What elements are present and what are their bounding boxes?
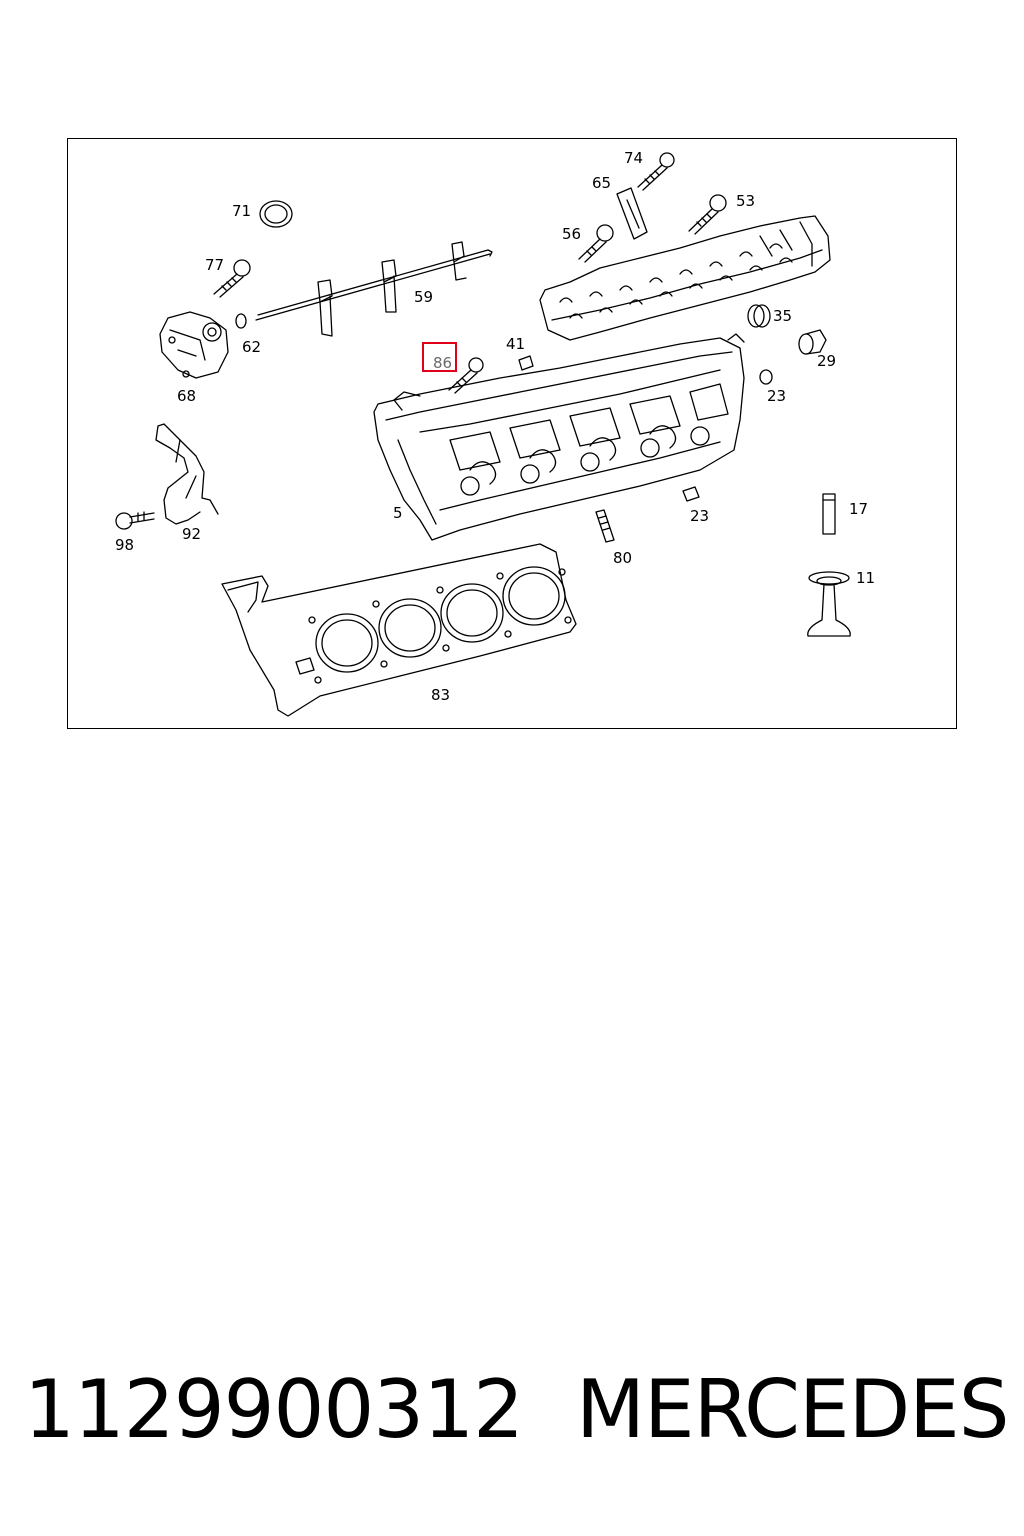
callout-62: 62 xyxy=(242,338,262,356)
callout-17: 17 xyxy=(849,500,869,518)
bolt-56 xyxy=(578,224,614,263)
callout-56: 56 xyxy=(562,225,582,243)
valve-guide-17 xyxy=(822,493,836,535)
cylinder-head-5 xyxy=(373,333,745,541)
callout-53: 53 xyxy=(736,192,756,210)
bolt-77 xyxy=(213,259,251,298)
callout-86[interactable]: 86 xyxy=(433,354,453,372)
pin-23-bottom xyxy=(682,486,700,502)
camshaft-bearing-frame xyxy=(539,215,831,341)
callout-98: 98 xyxy=(115,536,135,554)
callout-92: 92 xyxy=(182,525,202,543)
o-ring-62 xyxy=(235,313,247,329)
callout-83: 83 xyxy=(431,686,451,704)
callout-23-top: 23 xyxy=(767,387,787,405)
callout-23-bottom: 23 xyxy=(690,507,710,525)
callout-59: 59 xyxy=(414,288,434,306)
plate-65 xyxy=(616,187,648,240)
callout-80: 80 xyxy=(613,549,633,567)
sealing-ring-71 xyxy=(259,200,293,228)
head-gasket-83 xyxy=(221,543,577,717)
callout-35: 35 xyxy=(773,307,793,325)
exploded-parts-drawing xyxy=(115,152,851,717)
callout-77: 77 xyxy=(205,256,225,274)
callout-74: 74 xyxy=(624,149,644,167)
bolt-98 xyxy=(115,511,155,530)
bolt-53 xyxy=(688,194,727,235)
bracket-92 xyxy=(155,423,219,525)
valve-11 xyxy=(807,571,851,637)
highlight-box-part-86[interactable] xyxy=(422,342,457,372)
stud-80 xyxy=(595,509,615,543)
camshaft-adjuster-68 xyxy=(159,311,229,379)
brand-name: MERCEDES xyxy=(576,1363,1010,1456)
callout-71: 71 xyxy=(232,202,252,220)
callout-11: 11 xyxy=(856,569,876,587)
sleeve-41 xyxy=(518,355,534,371)
callout-65: 65 xyxy=(592,174,612,192)
callout-29: 29 xyxy=(817,352,837,370)
bolt-86 xyxy=(448,357,484,394)
pin-23-top xyxy=(759,369,773,385)
bolt-74 xyxy=(637,152,675,191)
oil-pipe-59 xyxy=(255,241,493,337)
seal-35 xyxy=(747,304,771,328)
callout-41: 41 xyxy=(506,335,526,353)
callout-68: 68 xyxy=(177,387,197,405)
callout-5: 5 xyxy=(393,504,403,522)
plug-29 xyxy=(798,329,827,355)
diagram-frame xyxy=(67,138,957,729)
footer: 1129900312 MERCEDES xyxy=(0,1370,1024,1470)
part-number: 1129900312 xyxy=(24,1363,524,1456)
